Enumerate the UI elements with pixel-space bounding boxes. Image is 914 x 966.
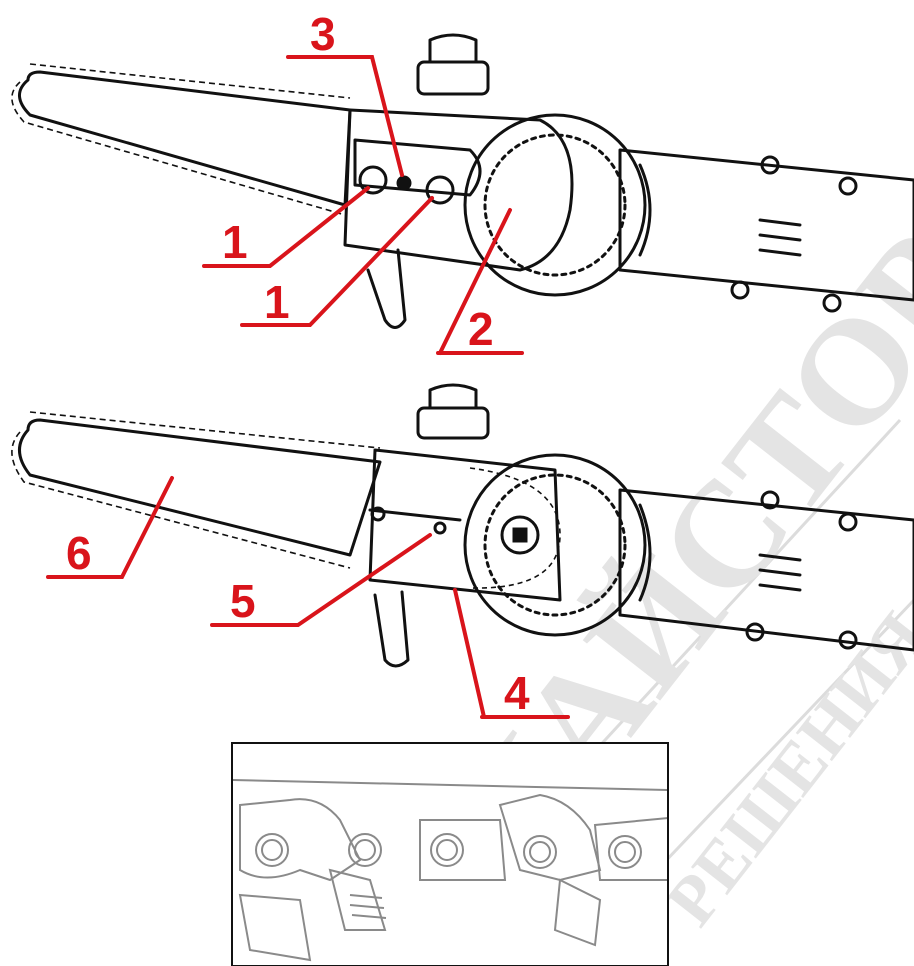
callout-5: 5 [210, 533, 432, 627]
nut-left-top [358, 165, 388, 195]
chain-detail-inset [231, 742, 669, 966]
sprocket-housing-bottom [416, 383, 647, 637]
bottom-assembly: 6 5 4 [11, 383, 914, 719]
nut-right-top [425, 175, 455, 205]
callout-1b-label: 1 [264, 276, 290, 328]
callout-6-label: 6 [66, 527, 92, 579]
callout-1b: 1 [240, 196, 434, 328]
tension-screw-top [396, 175, 412, 191]
callout-1a-label: 1 [222, 216, 248, 268]
callout-3-label: 3 [310, 8, 336, 60]
callout-5-label: 5 [230, 575, 256, 627]
callout-3: 3 [286, 8, 404, 177]
callout-4-label: 4 [504, 667, 530, 719]
sprocket-housing-top [416, 33, 647, 297]
callout-2-label: 2 [468, 303, 494, 355]
top-assembly: 1 1 2 3 [11, 8, 914, 355]
guide-bar-with-chain-top [11, 63, 352, 216]
motor-housing-top [618, 148, 914, 313]
guide-bar-with-chain-bottom [11, 411, 382, 569]
callout-2: 2 [436, 208, 524, 355]
callout-6: 6 [46, 476, 174, 579]
callout-1a: 1 [202, 186, 370, 268]
motor-housing-bottom [618, 488, 914, 652]
trigger-top [366, 248, 407, 329]
callout-4: 4 [453, 588, 570, 719]
side-cover-top [343, 108, 574, 272]
trigger-bottom [373, 590, 410, 668]
mount-plate-bottom [368, 448, 562, 602]
